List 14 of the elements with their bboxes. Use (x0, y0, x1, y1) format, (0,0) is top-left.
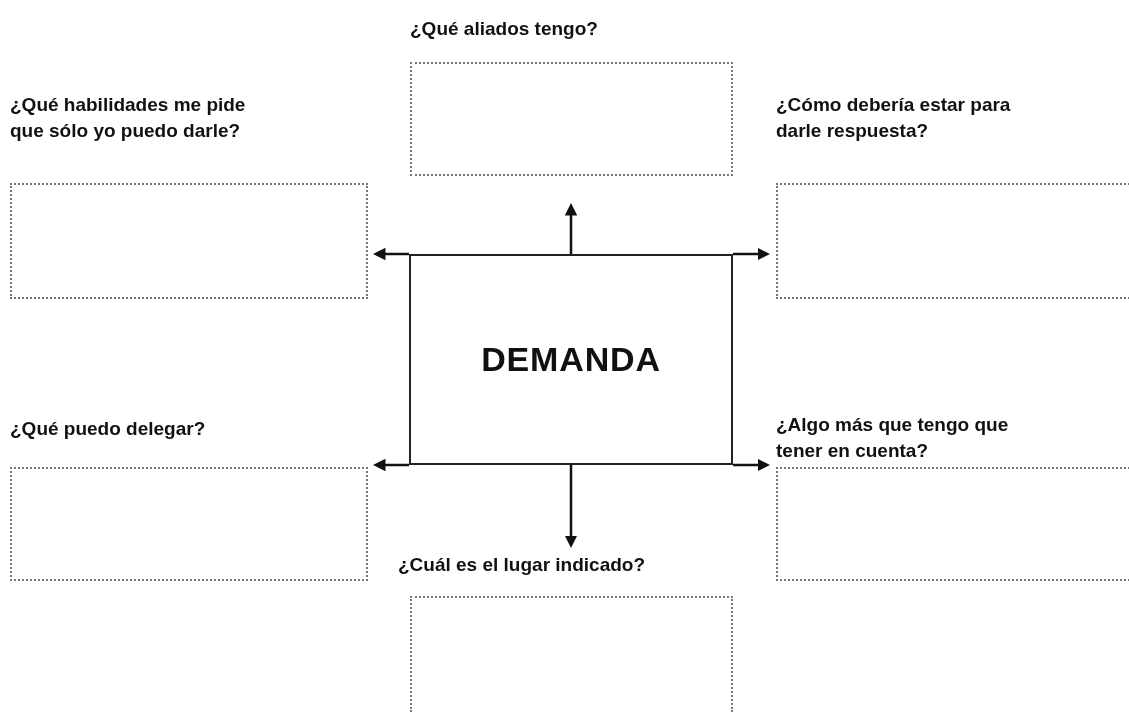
question-heading: ¿Qué aliados tengo? (410, 17, 599, 41)
question-heading: ¿Qué puedo delegar? (10, 417, 207, 441)
central-title: DEMANDA (481, 339, 661, 380)
question-heading: ¿Cómo debería estar para darle respuesta? (776, 93, 1012, 143)
central-box (409, 254, 733, 465)
arrow (564, 465, 578, 548)
question-heading: ¿Algo más que tengo que tener en cuenta? (776, 413, 1010, 463)
arrow (373, 458, 409, 472)
question-heading: ¿Qué habilidades me pide que sólo yo puedo darle? (10, 93, 247, 143)
arrow (564, 203, 578, 254)
arrow (373, 247, 409, 261)
arrow (733, 458, 770, 472)
question-heading: ¿Cuál es el lugar indicado? (398, 553, 647, 577)
arrow (733, 247, 770, 261)
